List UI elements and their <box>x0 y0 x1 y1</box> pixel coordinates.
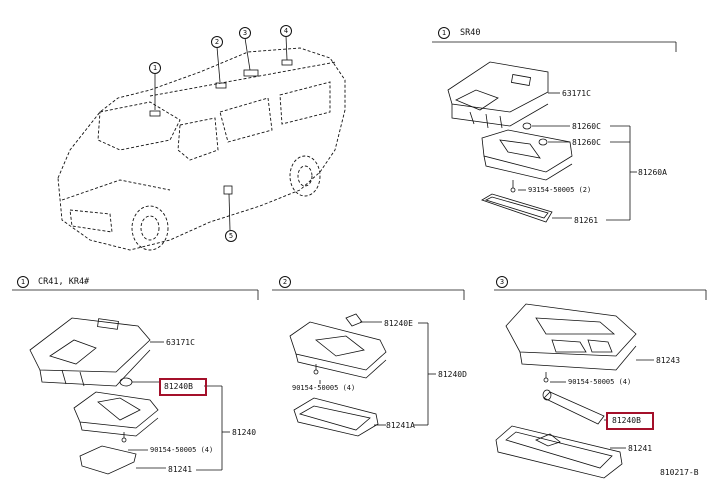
sr40-lamp-assembly <box>481 122 573 181</box>
highlight-box <box>159 378 207 396</box>
part-label: 90154-50005 (4) <box>150 446 214 454</box>
highlight-box <box>606 412 654 430</box>
part-label-highlighted: 81240B <box>612 416 641 425</box>
cr41-console <box>29 317 151 387</box>
panel2-lens <box>293 397 379 437</box>
sr40-callout: 1 <box>438 27 450 39</box>
part-label: 81261 <box>574 216 599 225</box>
part-label: 63171C <box>562 89 591 98</box>
part-label: 81241A <box>386 421 415 430</box>
part-label: 81241 <box>628 444 653 453</box>
part-label: 90154-50005 (4) <box>292 384 356 392</box>
cr41-callout: 1 <box>17 276 29 288</box>
cr41-title: CR41, KR4# <box>38 277 90 287</box>
panel2-lamp-assembly <box>289 313 387 379</box>
van-callout-1: 1 <box>149 62 161 74</box>
van-illustration <box>57 47 346 251</box>
part-label: 81260A <box>638 168 667 177</box>
panel3-console <box>505 303 637 371</box>
panel2-callout: 2 <box>279 276 291 288</box>
panel3-callout: 3 <box>496 276 508 288</box>
van-lamp-marks <box>149 59 293 195</box>
part-label: 81240D <box>438 370 467 379</box>
van-callout-4: 4 <box>280 25 292 37</box>
van-leaders <box>154 35 288 231</box>
part-label: 81260C <box>572 122 601 131</box>
sr40-title: SR40 <box>460 28 481 38</box>
panel3-lens <box>495 425 623 479</box>
part-label: 81240 <box>232 428 257 437</box>
part-label: 93154-50005 (2) <box>528 186 592 194</box>
part-label-highlighted: 81240B <box>164 382 193 391</box>
cr41-lamp-assembly <box>73 377 159 437</box>
van-callout-5: 5 <box>225 230 237 242</box>
sr40-console <box>447 61 549 129</box>
part-label: 81240E <box>384 319 413 328</box>
part-label: 90154-50005 (4) <box>568 378 632 386</box>
part-label: 81243 <box>656 356 681 365</box>
cr41-lens <box>79 445 137 475</box>
van-callout-2: 2 <box>211 36 223 48</box>
part-label: 63171C <box>166 338 195 347</box>
diagram-code: 810217-B <box>660 468 699 477</box>
panel3-bulb <box>542 389 605 425</box>
sr40-lens <box>481 193 553 223</box>
part-label: 81260C <box>572 138 601 147</box>
van-callout-3: 3 <box>239 27 251 39</box>
part-label: 81241 <box>168 465 193 474</box>
